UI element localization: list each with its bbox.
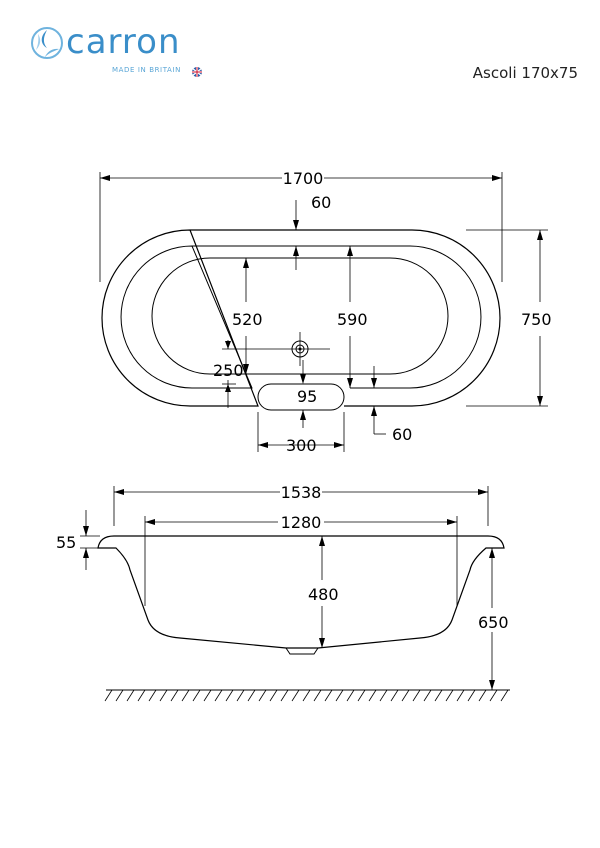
dim-rim-width-top: 60 xyxy=(311,193,331,212)
dim-grip-depth: 95 xyxy=(297,387,317,406)
union-flag-icon xyxy=(191,67,203,77)
plan-view: 1700 60 750 520 590 250 xyxy=(99,169,552,455)
waste-foot xyxy=(285,647,319,655)
dim-grip-length: 300 xyxy=(286,436,317,455)
dim-inner-depth-a: 520 xyxy=(232,310,263,329)
dim-inner-depth-b: 590 xyxy=(337,310,368,329)
waste-outlet-icon xyxy=(270,332,330,366)
header: carron MADE IN BRITAIN Ascoli 170x75 xyxy=(0,0,600,100)
floor-hatching xyxy=(104,689,509,702)
bath-outer-outline xyxy=(101,229,501,407)
side-view: 1538 1280 55 480 650 xyxy=(56,483,510,702)
dim-rim-width-bottom: 60 xyxy=(392,425,412,444)
brand-tagline: MADE IN BRITAIN xyxy=(112,66,181,74)
dim-bottom-length: 1280 xyxy=(281,513,322,532)
bath-side-profile xyxy=(97,535,505,649)
grip-recess xyxy=(257,383,345,411)
dim-bath-depth: 480 xyxy=(308,585,339,604)
brand-wordmark: carron xyxy=(66,22,181,62)
dim-waste-offset: 250 xyxy=(213,361,244,380)
model-title: Ascoli 170x75 xyxy=(472,64,578,82)
bath-basin-outline xyxy=(151,257,449,375)
dim-rim-height: 55 xyxy=(56,533,76,552)
bath-rim-line xyxy=(120,245,482,389)
dim-overall-height: 650 xyxy=(478,613,509,632)
brand-logo: carron MADE IN BRITAIN xyxy=(30,22,210,84)
dim-overall-length: 1700 xyxy=(283,169,324,188)
carron-swirl-logo-icon xyxy=(31,27,63,59)
dim-overall-width: 750 xyxy=(521,310,552,329)
dim-top-length: 1538 xyxy=(281,483,322,502)
